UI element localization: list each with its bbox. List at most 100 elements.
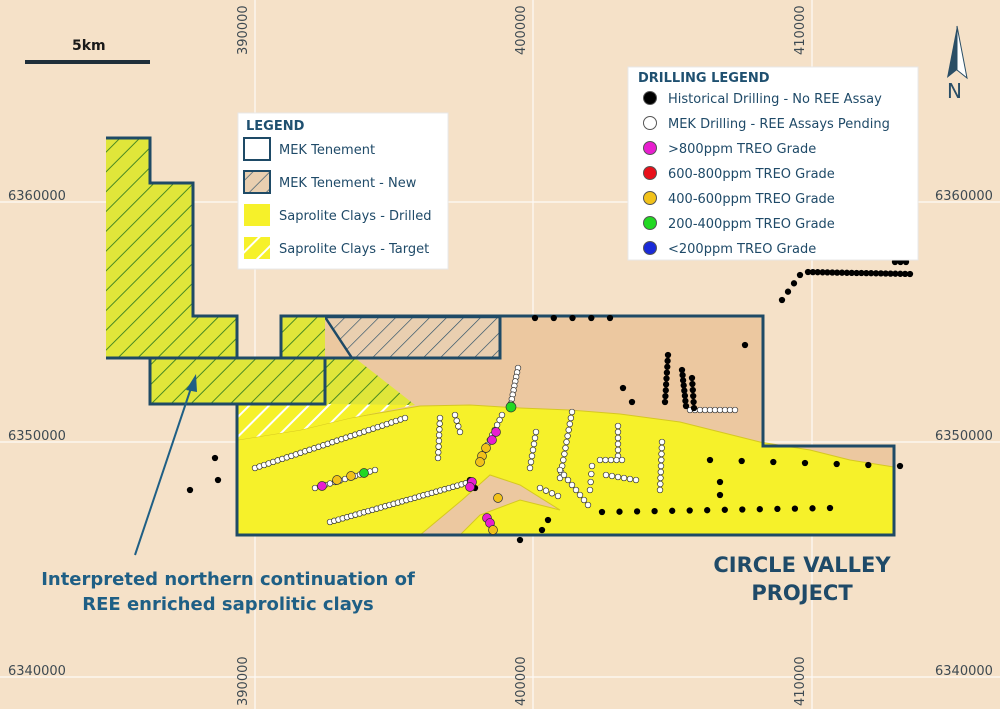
drill-hole [211, 454, 219, 462]
legend-item-tenement: MEK Tenement [279, 143, 375, 158]
drill-hole [664, 357, 671, 365]
drill-hole [588, 462, 596, 470]
drill-hole [657, 480, 664, 488]
drill-legend-dot [643, 241, 657, 255]
drill-hole [778, 296, 786, 304]
drill-hole [614, 434, 622, 442]
drill-legend-dot [643, 166, 657, 180]
drill-hole [567, 414, 575, 422]
drill-hole [682, 397, 689, 405]
drill-hole [657, 468, 664, 476]
coord-top-1: 390000 [236, 5, 251, 55]
coord-bottom-2: 400000 [514, 656, 529, 706]
drill-hole [566, 420, 573, 428]
legend-swatch-drilled [244, 204, 270, 226]
drill-hole [560, 456, 567, 464]
drill-hole [633, 508, 641, 515]
drill-hole [544, 516, 552, 524]
project-title-line-2: PROJECT [751, 581, 853, 605]
drill-hole [496, 416, 503, 424]
drill-legend-dot [643, 116, 657, 130]
drill-hole [532, 428, 540, 436]
drill-hole [529, 446, 537, 454]
drill-hole [663, 369, 671, 376]
drill-hole [658, 450, 665, 458]
drill-hole [690, 392, 697, 400]
drill-hole [678, 366, 686, 374]
drill-hole [588, 470, 595, 478]
drill-hole [568, 481, 576, 489]
northern-target-tenement [106, 138, 415, 405]
scale-bar-label: 5km [72, 38, 106, 54]
drill-hole [796, 271, 804, 279]
drilling-legend: DRILLING LEGEND Historical Drilling - No… [627, 66, 919, 261]
drill-hole [686, 507, 693, 514]
drill-hole [680, 382, 687, 389]
drill-hole [435, 437, 443, 445]
drill-hole [738, 457, 745, 465]
drill-hole [664, 351, 672, 359]
drill-hole [790, 280, 798, 287]
drill-hole [741, 341, 749, 349]
drill-hole [657, 462, 665, 470]
drill-legend-label: 200-400ppm TREO Grade [668, 217, 835, 232]
drill-hole [896, 462, 904, 470]
drill-hole [801, 459, 809, 467]
drill-hole [706, 456, 714, 464]
drill-legend-dot [643, 216, 657, 230]
drill-hole [791, 505, 799, 512]
drill-hole [756, 506, 763, 513]
coord-right-3: 6340000 [935, 664, 993, 679]
coord-left-2: 6350000 [8, 429, 66, 444]
legend-item-target: Saprolite Clays - Target [279, 242, 429, 257]
drill-hole [614, 473, 622, 481]
drill-hole [688, 374, 696, 382]
drill-hole [531, 434, 539, 442]
drill-hole [658, 438, 666, 446]
drill-hole [542, 487, 550, 494]
drill-hole [658, 444, 665, 452]
drill-hole [556, 466, 564, 474]
drill-hole [614, 428, 622, 436]
drill-hole [572, 486, 580, 494]
drill-hole [576, 491, 584, 499]
drill-hole [626, 475, 634, 483]
drill-hole [569, 314, 576, 322]
drill-hole [658, 456, 665, 464]
drill-hole [770, 458, 777, 466]
drill-hole [681, 392, 689, 399]
drill-holes [186, 258, 914, 544]
drill-hole [453, 417, 460, 424]
drill-hole [809, 505, 816, 512]
drill-hole [663, 375, 670, 382]
drill-hole [632, 476, 640, 484]
mek-tenement-new-area [322, 315, 502, 360]
drill-hole [346, 471, 356, 481]
drill-hole [526, 464, 534, 472]
drill-hole [618, 456, 626, 464]
drill-hole [465, 482, 475, 492]
drill-hole [456, 428, 464, 436]
drill-legend-label: >800ppm TREO Grade [668, 142, 816, 157]
drill-hole [488, 525, 498, 535]
scale-bar: 5km [25, 38, 150, 64]
coord-bottom-3: 410000 [793, 656, 808, 706]
drill-hole [614, 446, 622, 454]
drill-hole [596, 456, 604, 464]
drill-hole [531, 314, 539, 322]
drill-hole [608, 472, 616, 480]
drill-hole [651, 507, 658, 515]
drill-hole [564, 432, 571, 440]
drill-hole [721, 506, 728, 513]
drill-hole [475, 457, 485, 467]
drill-hole [436, 420, 443, 427]
drill-hole [731, 406, 739, 414]
drill-legend-label: Historical Drilling - No REE Assay [668, 92, 882, 107]
drill-hole [661, 398, 669, 406]
drill-hole [826, 504, 834, 512]
drill-hole [455, 423, 462, 430]
drill-hole [505, 401, 517, 413]
drill-hole [602, 471, 610, 479]
drill-hole [550, 314, 557, 322]
